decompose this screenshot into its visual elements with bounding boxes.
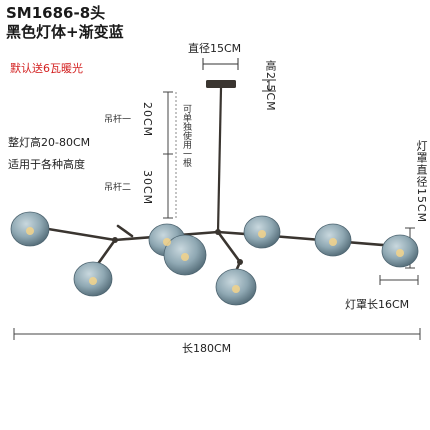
rod2-label: 吊杆二 <box>104 183 132 193</box>
height-dimension-line <box>163 91 173 219</box>
rod1-length: 20CM <box>141 102 154 138</box>
rod1-label: 吊杆一 <box>104 115 132 125</box>
bulb-note: 默认送6瓦暖光 <box>10 62 83 75</box>
shade-length-line <box>379 275 419 285</box>
shade-diameter-label: 灯罩直径15CM <box>415 140 428 224</box>
hanging-rod <box>216 87 223 233</box>
canopy-diameter-label: 直径15CM <box>188 42 242 55</box>
canopy-height-line <box>262 79 276 92</box>
rod-note: 可单独使用一根 <box>181 104 191 167</box>
canopy <box>206 80 236 88</box>
suitable-height-label: 适用于各种高度 <box>8 158 85 171</box>
total-length-label: 长180CM <box>182 342 232 355</box>
canopy-height-label: 高2.5CM <box>264 60 277 112</box>
product-model: SM1686-8头 <box>6 4 106 22</box>
rod2-length: 30CM <box>141 170 154 206</box>
total-length-line <box>13 328 421 340</box>
canopy-width-line <box>202 58 239 70</box>
glass-shades <box>10 211 419 306</box>
shade-length-label: 灯罩长16CM <box>345 298 410 311</box>
overall-height-label: 整灯高20-80CM <box>8 136 91 149</box>
product-finish: 黑色灯体+渐变蓝 <box>6 23 124 41</box>
